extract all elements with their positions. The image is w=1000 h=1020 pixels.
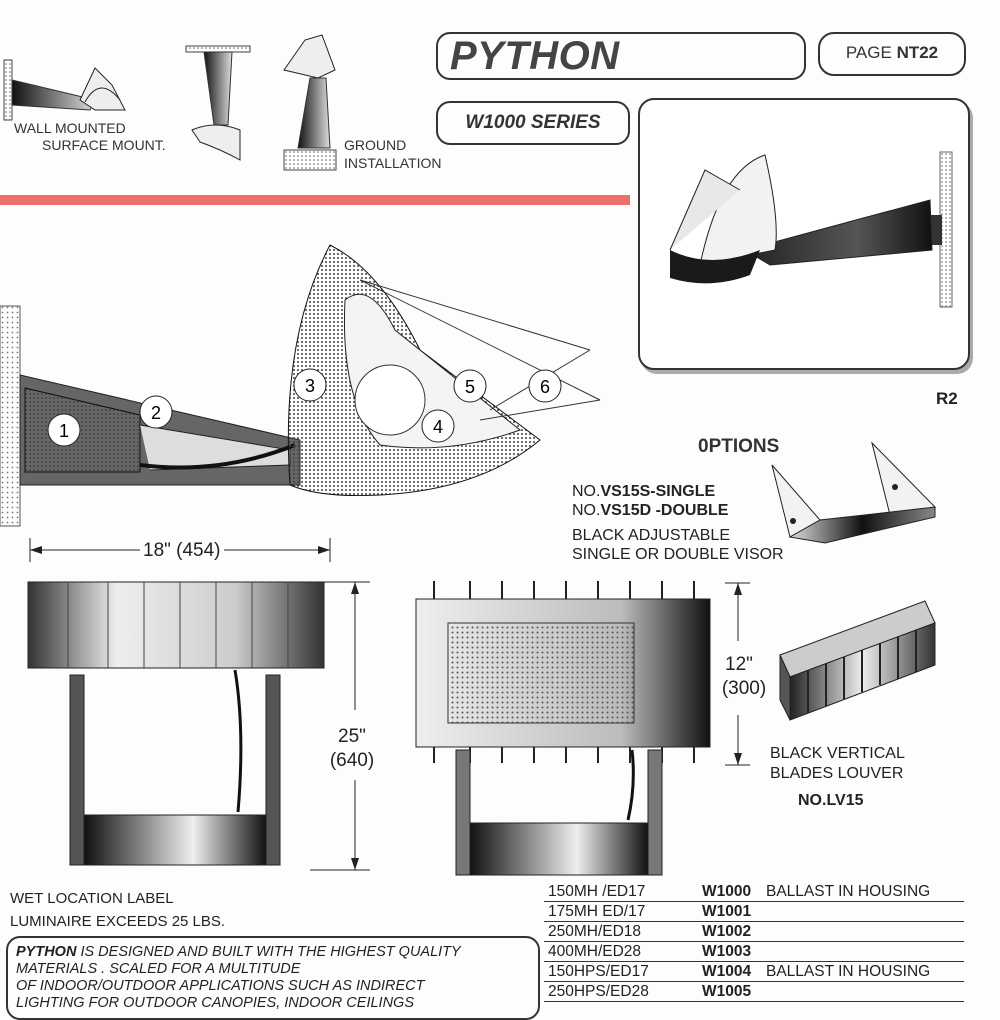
height-dimension-in: 25" (338, 726, 366, 747)
callout-1: 1 (47, 413, 81, 447)
wall-section (0, 305, 21, 527)
callout-2: 2 (139, 395, 173, 429)
depth-dimension-in: 12" (725, 654, 753, 675)
section-divider (0, 195, 630, 205)
ground-label-line2: INSTALLATION (344, 155, 442, 171)
spec-table: 150MH /ED17 W1000 BALLAST IN HOUSING 175… (544, 882, 964, 1002)
lamp (354, 364, 426, 436)
front-housing (27, 581, 325, 669)
depth-dimension-mm: (300) (721, 678, 767, 699)
callout-5: 5 (453, 369, 487, 403)
page-number-badge: PAGE NT22 (818, 32, 966, 76)
wet-location-note: WET LOCATION LABEL (10, 890, 174, 907)
title-badge: PYTHON (436, 32, 806, 80)
callout-6: 6 (528, 369, 562, 403)
ground-install-thumbnail (283, 34, 337, 171)
photo-label: R2 (936, 389, 958, 408)
visor-desc-line2: SINGLE OR DOUBLE VISOR (572, 546, 784, 563)
louver-desc-line2: BLADES LOUVER (770, 765, 904, 782)
wall-mount-thumbnail (3, 59, 126, 121)
wall-mounted-label: WALL MOUNTED (14, 120, 126, 136)
svg-text:3: 3 (305, 376, 315, 396)
weight-note: LUMINAIRE EXCEEDS 25 LBS. (10, 913, 226, 930)
svg-text:6: 6 (540, 377, 550, 397)
description-text: PYTHON IS DESIGNED AND BUILT WITH THE HI… (16, 944, 461, 1011)
callout-3: 3 (293, 368, 327, 402)
fixture-side-illustration: 1 2 3 4 5 6 (0, 244, 601, 527)
louver-illustration (779, 600, 936, 721)
front-base (83, 814, 267, 866)
callout-4: 4 (421, 409, 455, 443)
visor-single-code: NO.VS15S-SINGLE (572, 483, 716, 500)
height-dimension-mm: (640) (329, 750, 375, 771)
svg-text:5: 5 (465, 377, 475, 397)
page-number: PAGE NT22 (845, 43, 939, 62)
product-photo-frame (638, 98, 970, 370)
visor-illustration (771, 441, 937, 544)
svg-text:1: 1 (59, 421, 69, 441)
options-title: 0PTIONS (698, 436, 780, 457)
series-label: W1000 SERIES (465, 112, 601, 133)
series-badge: W1000 SERIES (436, 101, 630, 145)
front-view-drawing (27, 538, 370, 871)
visor-desc-line1: BLACK ADJUSTABLE (572, 527, 730, 544)
visor-double-code: NO.VS15D -DOUBLE (572, 502, 729, 519)
product-photo (669, 151, 953, 308)
width-dimension: 18" (454) (140, 540, 224, 562)
page-title: PYTHON (450, 34, 620, 78)
surface-mount-label: SURFACE MOUNT. (42, 137, 166, 153)
description-box: PYTHON IS DESIGNED AND BUILT WITH THE HI… (6, 936, 540, 1020)
table-row: 150MH /ED17 W1000 BALLAST IN HOUSING (544, 882, 964, 902)
ground-label-line1: GROUND (344, 137, 407, 153)
louver-desc-line1: BLACK VERTICAL (770, 745, 905, 762)
top-view-drawing (415, 581, 750, 876)
svg-text:2: 2 (151, 403, 161, 423)
mounting-options-illustration (3, 34, 337, 171)
lens-area (447, 622, 635, 724)
surface-mount-thumbnail (185, 45, 251, 161)
louver-code: NO.LV15 (798, 792, 864, 809)
svg-text:4: 4 (433, 417, 443, 437)
